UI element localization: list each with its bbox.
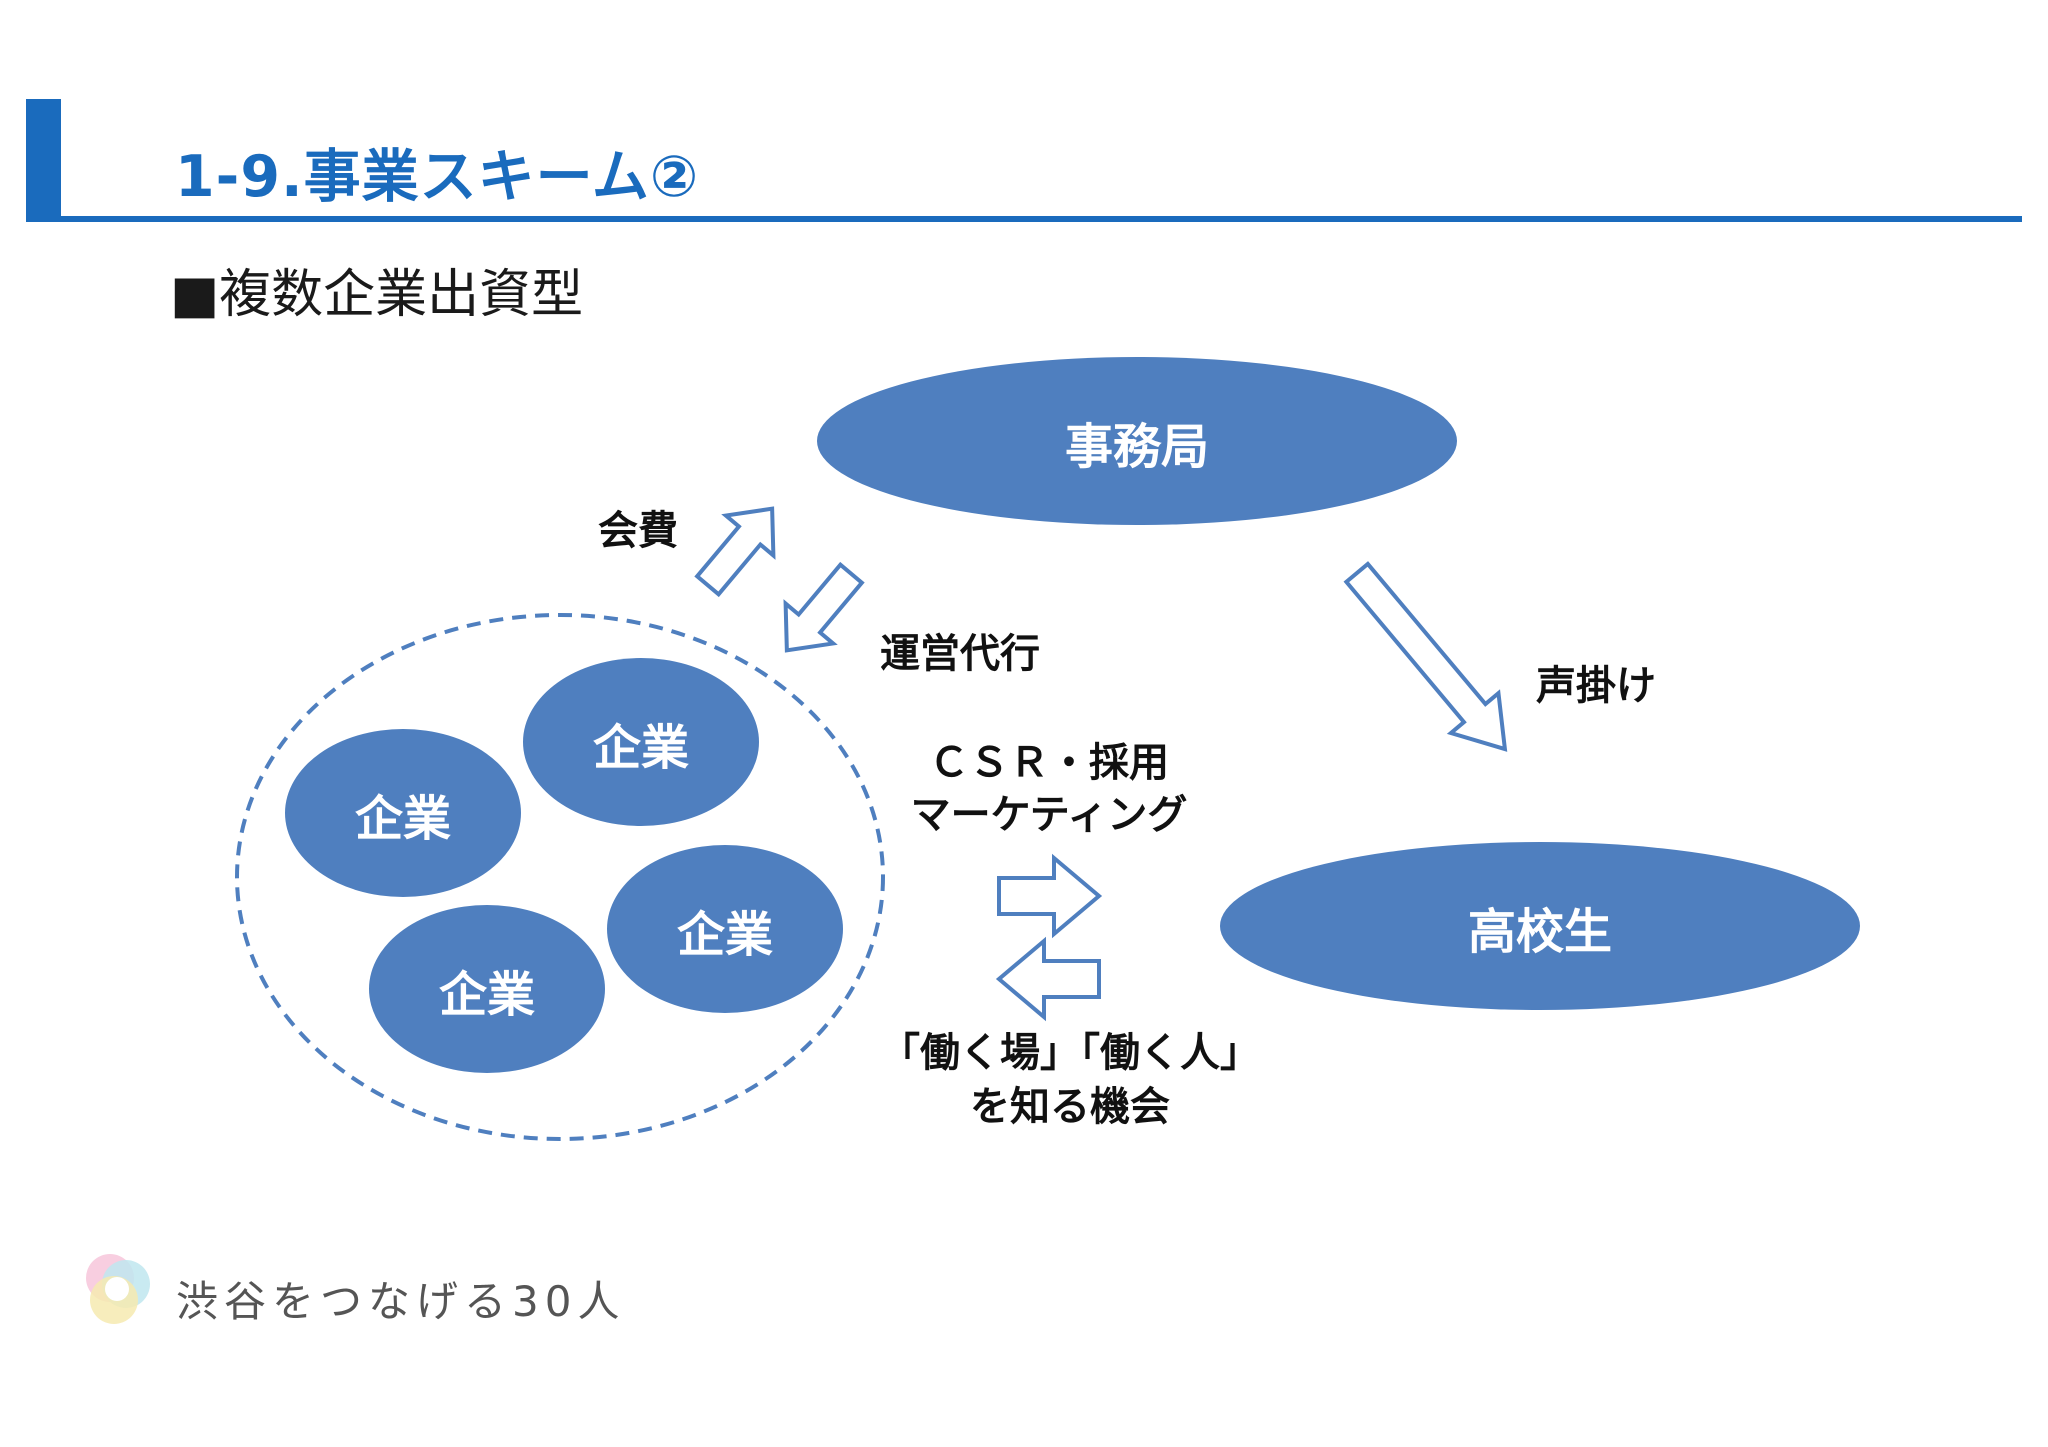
outreach-label: 声掛け — [1536, 663, 1656, 709]
fee-arrow — [694, 506, 776, 598]
company-node — [369, 905, 605, 1073]
logo-icon — [86, 1254, 150, 1324]
outreach-arrow — [1343, 561, 1508, 752]
company-group-outline — [235, 613, 885, 1141]
students-node — [1220, 842, 1860, 1010]
operation-label: 運営代行 — [880, 631, 1040, 677]
csr-arrow — [997, 853, 1103, 939]
title-underline — [26, 216, 2022, 222]
page-subtitle: ■複数企業出資型 — [170, 265, 584, 325]
company-node — [285, 729, 521, 897]
fee-label: 会費 — [598, 508, 678, 554]
company-label: 企業 — [355, 791, 451, 847]
opportunity-label-line2: を知る機会 — [970, 1084, 1170, 1130]
company-node — [523, 658, 759, 826]
secretariat-node — [817, 357, 1457, 525]
students-label: 高校生 — [1468, 904, 1612, 960]
logo-text: 渋谷をつなげる30人 — [176, 1277, 626, 1326]
company-node — [607, 845, 843, 1013]
csr-label-line1: ＣＳＲ・採用 — [929, 740, 1169, 786]
title-accent-bar — [26, 99, 61, 222]
company-label: 企業 — [439, 967, 535, 1023]
opportunity-arrow — [995, 936, 1101, 1022]
page-title: 1-9.事業スキーム② — [175, 144, 700, 210]
company-label: 企業 — [677, 907, 773, 963]
company-label: 企業 — [593, 720, 689, 776]
secretariat-label: 事務局 — [1065, 419, 1209, 475]
operation-arrow — [783, 561, 865, 653]
csr-label-line2: マーケティング — [911, 792, 1188, 838]
opportunity-label-line1: 「働く場」「働く人」 — [880, 1030, 1260, 1076]
